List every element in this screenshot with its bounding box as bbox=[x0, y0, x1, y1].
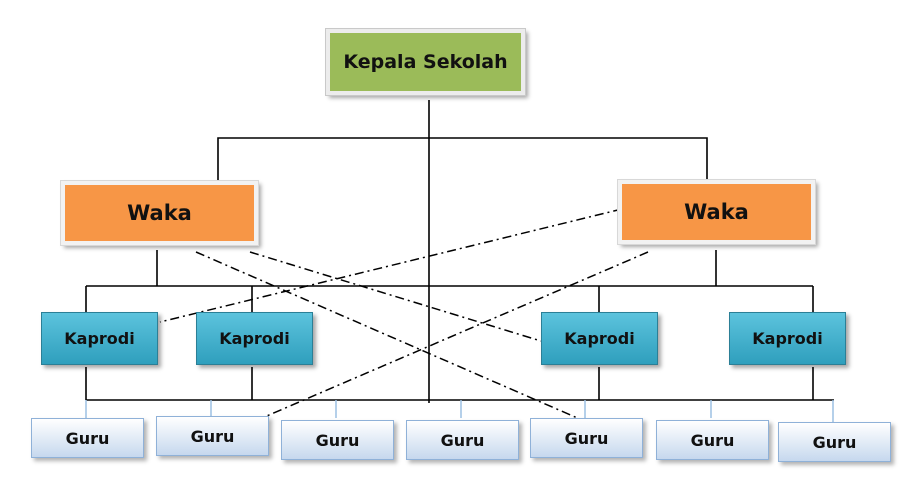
node-waka-left: Waka bbox=[60, 180, 259, 246]
connector-head-waka bbox=[217, 137, 708, 180]
node-guru-4: Guru bbox=[406, 420, 519, 460]
dashed-link-waka-right-guru-2 bbox=[261, 251, 649, 419]
node-kaprodi-2: Kaprodi bbox=[196, 312, 313, 365]
dashed-link-waka-right-kaprodi-1 bbox=[159, 208, 623, 323]
dashed-link-waka-left-guru-5 bbox=[195, 251, 583, 421]
dashed-link-waka-left-kaprodi-3 bbox=[249, 251, 542, 342]
node-guru-1: Guru bbox=[31, 418, 144, 458]
node-guru-7: Guru bbox=[778, 422, 891, 462]
node-waka-right: Waka bbox=[617, 179, 816, 245]
node-kaprodi-4: Kaprodi bbox=[729, 312, 846, 365]
node-kaprodi-3: Kaprodi bbox=[541, 312, 658, 365]
node-kepala-sekolah: Kepala Sekolah bbox=[325, 28, 526, 96]
node-guru-6: Guru bbox=[656, 420, 769, 460]
node-guru-2: Guru bbox=[156, 416, 269, 456]
node-guru-3: Guru bbox=[281, 420, 394, 460]
node-guru-5: Guru bbox=[530, 418, 643, 458]
node-kaprodi-1: Kaprodi bbox=[41, 312, 158, 365]
